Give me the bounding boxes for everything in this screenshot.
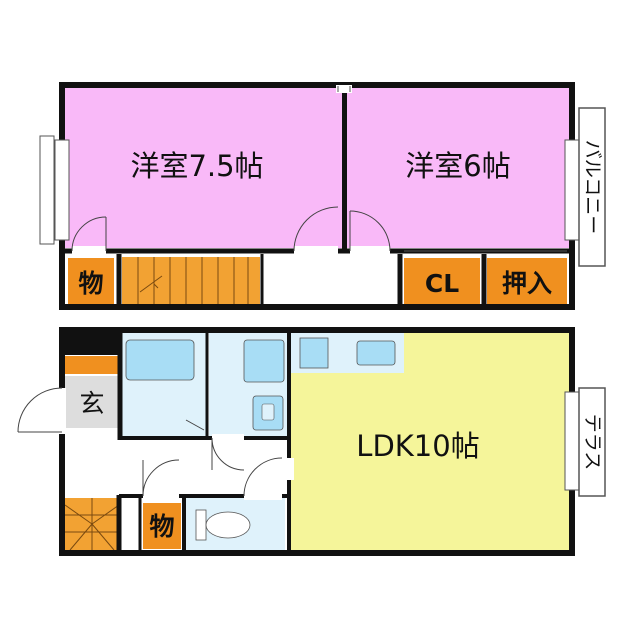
western-room-1 — [65, 88, 342, 248]
window-balcony — [564, 139, 580, 241]
storage-chip-lower — [143, 503, 181, 549]
storage-chip-upper — [68, 258, 114, 304]
closet-chip — [404, 258, 480, 304]
lower-floor: LDK10帖 玄 物 — [17, 327, 580, 556]
entrance-door — [17, 387, 66, 434]
stairs-upper — [122, 257, 260, 305]
western-room-1-label: 洋室7.5帖 — [130, 149, 263, 183]
window-terrace — [564, 391, 580, 491]
window-upper-left — [54, 139, 70, 241]
ldk-door — [284, 458, 294, 480]
balcony-label: バルコニー — [582, 140, 604, 235]
upper-floor: 洋室7.5帖 洋室6帖 物 CL 押入 — [39, 82, 580, 310]
storage-label-lower: 物 — [149, 512, 174, 541]
bathtub — [125, 339, 195, 381]
entrance-label: 玄 — [79, 389, 104, 418]
western-room-2-label: 洋室6帖 — [405, 149, 510, 183]
stairs-lower — [64, 498, 120, 551]
closet-label: CL — [425, 269, 459, 298]
toilet-door — [243, 457, 283, 500]
washbasin — [243, 339, 285, 383]
washroom-door — [211, 434, 245, 471]
entrance — [65, 376, 119, 428]
door-room-1 — [71, 216, 107, 256]
storage-door-lower — [142, 459, 180, 500]
oshiire-label: 押入 — [502, 269, 552, 298]
ldk-label: LDK10帖 — [356, 429, 479, 463]
door-room-1-b — [293, 206, 339, 256]
storage-label-upper: 物 — [78, 269, 103, 298]
bathroom-door — [185, 419, 205, 431]
western-room-2 — [347, 88, 569, 248]
balcony: バルコニー — [578, 107, 606, 267]
terrace: テラス — [578, 387, 606, 497]
oshiire-chip — [487, 258, 567, 304]
terrace-label: テラス — [582, 414, 604, 471]
toilet — [195, 509, 251, 541]
door-room-2 — [349, 210, 391, 256]
